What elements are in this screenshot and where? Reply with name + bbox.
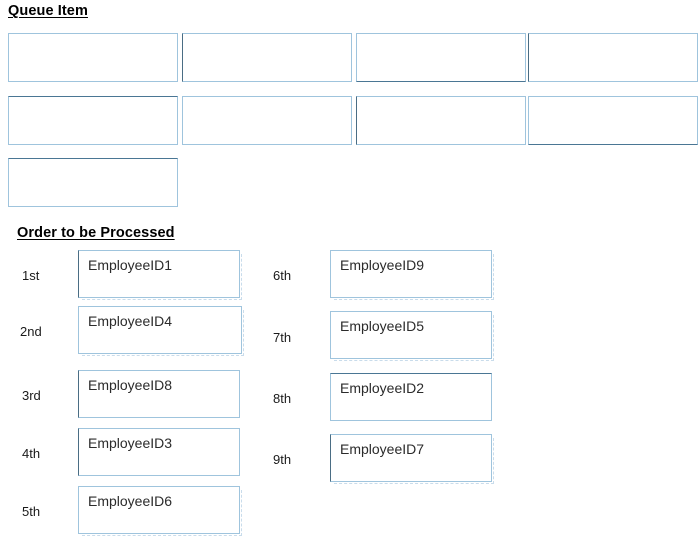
order-slot-8th[interactable]: EmployeeID2 <box>330 373 492 421</box>
rank-label-2nd: 2nd <box>20 324 42 339</box>
rank-label-6th: 6th <box>273 268 292 283</box>
queue-drop-target-2[interactable] <box>182 33 352 82</box>
order-slot-value: EmployeeID5 <box>340 318 425 334</box>
order-slot-value: EmployeeID8 <box>88 377 173 393</box>
order-slot-value: EmployeeID1 <box>88 257 173 273</box>
order-slot-2nd[interactable]: EmployeeID4 <box>78 306 244 356</box>
order-slot-6th[interactable]: EmployeeID9 <box>330 250 494 300</box>
order-slot-9th[interactable]: EmployeeID7 <box>330 434 494 484</box>
order-slot-5th[interactable]: EmployeeID6 <box>78 486 242 536</box>
order-slot-1st[interactable]: EmployeeID1 <box>78 250 242 300</box>
queue-drop-target-9[interactable] <box>8 158 178 207</box>
rank-label-3rd: 3rd <box>22 388 41 403</box>
queue-drop-target-3[interactable] <box>356 33 526 82</box>
queue-drop-target-7[interactable] <box>356 96 526 145</box>
rank-label-5th: 5th <box>22 504 41 519</box>
order-slot-value: EmployeeID6 <box>88 493 173 509</box>
queue-drop-target-4[interactable] <box>528 33 698 82</box>
queue-drop-target-6[interactable] <box>182 96 352 145</box>
rank-label-1st: 1st <box>22 268 40 283</box>
order-slot-7th[interactable]: EmployeeID5 <box>330 311 494 361</box>
queue-item-heading: Queue Item <box>8 3 88 19</box>
order-slot-value: EmployeeID9 <box>340 257 425 273</box>
queue-drop-target-8[interactable] <box>528 96 698 145</box>
rank-label-8th: 8th <box>273 391 292 406</box>
order-slot-value: EmployeeID3 <box>88 435 173 451</box>
order-slot-value: EmployeeID4 <box>88 313 173 329</box>
order-slot-3rd[interactable]: EmployeeID8 <box>78 370 240 418</box>
queue-drop-target-5[interactable] <box>8 96 178 145</box>
rank-label-9th: 9th <box>273 452 292 467</box>
queue-drop-target-1[interactable] <box>8 33 178 82</box>
order-slot-value: EmployeeID2 <box>340 380 425 396</box>
rank-label-7th: 7th <box>273 330 292 345</box>
order-slot-value: EmployeeID7 <box>340 441 425 457</box>
order-to-be-processed-heading: Order to be Processed <box>17 225 175 241</box>
order-slot-4th[interactable]: EmployeeID3 <box>78 428 240 476</box>
rank-label-4th: 4th <box>22 446 41 461</box>
